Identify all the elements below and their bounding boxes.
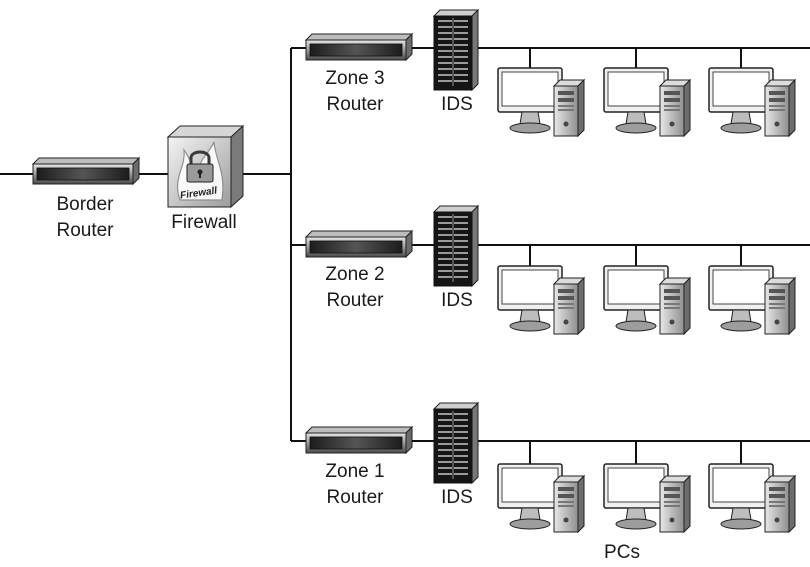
zone1-pc3-icon [708, 463, 796, 533]
zone2-ids-label: IDS [441, 290, 473, 311]
zone1-router-label-line1: Zone 1 [325, 461, 384, 482]
firewall: Firewall Firewall [166, 124, 245, 233]
zone3-router-label-line2: Router [326, 94, 384, 115]
border-router-label-line2: Router [56, 220, 114, 241]
zone2-pc1-icon [497, 265, 585, 335]
zone1-router-label-line2: Router [326, 487, 384, 508]
zone3-ids-label: IDS [441, 94, 473, 115]
zone2-router-label-line2: Router [326, 290, 384, 311]
zone3-ids-icon [433, 9, 479, 91]
pcs-label: PCs [604, 542, 640, 563]
zone2-pc3-icon [708, 265, 796, 335]
border-router-label-line1: Border [56, 194, 114, 215]
zone2-pc2-icon [603, 265, 691, 335]
zone3-pc3-icon [708, 67, 796, 137]
zone1-ids-label: IDS [441, 487, 473, 508]
zone-1-group: Zone 1 Router IDS [305, 402, 810, 533]
zone3-router-icon [305, 33, 413, 61]
zone3-pc1-icon [497, 67, 585, 137]
firewall-label: Firewall [171, 212, 236, 233]
zone2-router-label-line1: Zone 2 [325, 264, 384, 285]
zone1-pc2-icon [603, 463, 691, 533]
zone2-router-icon [305, 230, 413, 258]
zone3-router-label-line1: Zone 3 [325, 68, 384, 89]
zone-2-group: Zone 2 Router IDS [305, 205, 810, 335]
firewall-badge: Firewall [179, 185, 218, 201]
zone2-ids-icon [433, 205, 479, 287]
border-router: Border Router [32, 157, 140, 241]
firewall-lock-icon: Firewall [166, 124, 245, 209]
zone-3-group: Zone 3 Router IDS [305, 9, 810, 137]
zone1-pc1-icon [497, 463, 585, 533]
zone1-router-icon [305, 426, 413, 454]
router-icon [32, 157, 140, 185]
zone3-pc2-icon [603, 67, 691, 137]
zone1-ids-icon [433, 402, 479, 484]
